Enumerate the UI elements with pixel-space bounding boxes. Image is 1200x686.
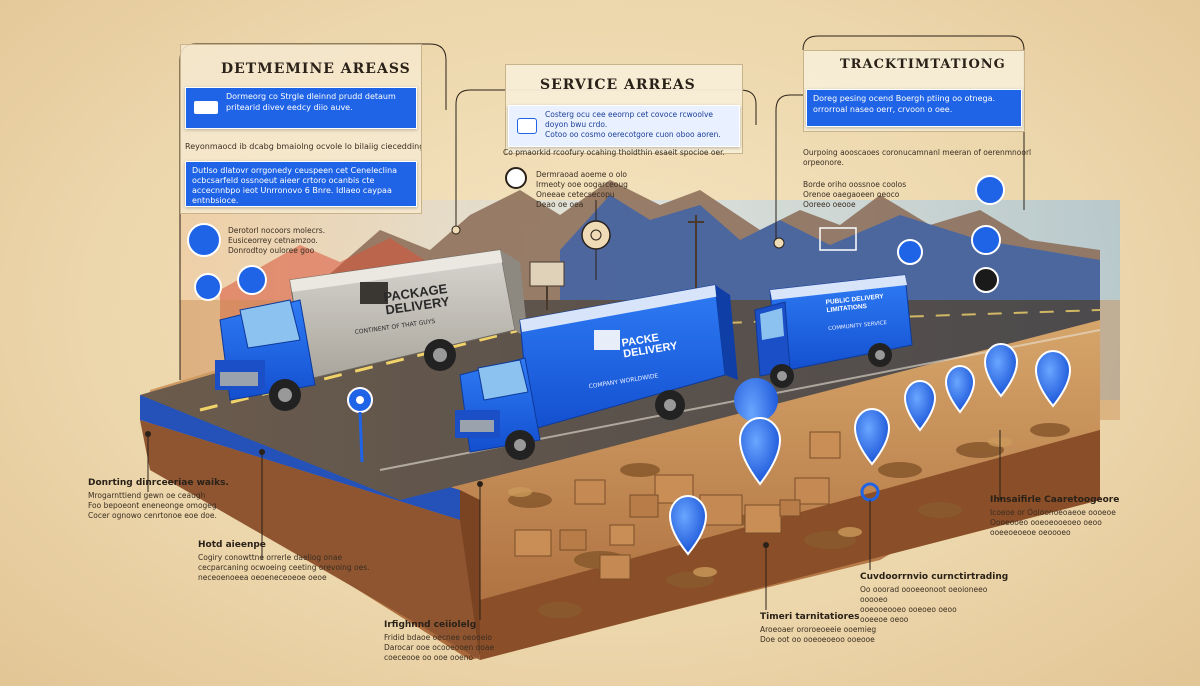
panel-track-limitations: TRACKTIMTATIONG Doreg pesing ocend Boerg… — [803, 50, 1025, 132]
panel-service-areas: SERVICE ARREAS Costerg ocu cee eeornp ce… — [505, 64, 743, 154]
callout-title: Cuvdoorrnvio curnctirtrading — [860, 572, 1009, 582]
callout-3: Irfighnnd ceiiolelg Fridid bdaoe oecnee … — [384, 620, 524, 663]
description-line: Co pmaorkid rcoofury ocahing tholdthin e… — [503, 148, 725, 157]
description-line: Reyonmaocd ib dcabg bmaiolng ocvole lo b… — [185, 142, 421, 151]
description-line: Ourpoing aooscaoes coronucamnanl meeran … — [803, 148, 1032, 167]
panel-note: Borde oriho oossnoe coolos Orenoe oaegao… — [803, 180, 907, 209]
callout-title: Ihnsaifirle Caaretoogeore — [990, 495, 1120, 505]
badge-icon — [194, 101, 218, 114]
callout-title: Donrting dinrceeriae waiks. — [88, 478, 229, 488]
callout-5: Cuvdoorrnvio curnctirtrading Oo ooorad o… — [860, 572, 1010, 625]
info-box: Dormeorg co Strgle dleinnd prudd detaum … — [185, 87, 417, 129]
badge-icon — [517, 118, 537, 134]
callout-6: Ihnsaifirle Caaretoogeore Icoeoe or Oolo… — [990, 495, 1140, 538]
circle-marker-icon — [187, 167, 1005, 301]
callout-body: Aroeoaer ororoeoeeie ooemieg Doe oot oo … — [760, 625, 877, 644]
callout-body: Cogiry conowttne orrerle daeliog onae ce… — [198, 553, 370, 582]
callout-title: Irfighnnd ceiiolelg — [384, 620, 477, 630]
location-pin-icon — [734, 378, 782, 486]
info-text: Costerg ocu cee eeornp cet covoce rcwool… — [545, 110, 721, 139]
info-box: Costerg ocu cee eeornp cet covoce rcwool… — [508, 105, 740, 147]
panel-title: DETMEMINE AREASS — [221, 61, 411, 77]
info-box-detail: Dutlso dlatovr orrgonedy ceuspeen cet Ce… — [185, 161, 417, 207]
panel-title: SERVICE ARREAS — [540, 77, 696, 93]
callout-4: Timeri tarnitatiores Aroeoaer ororoeoeei… — [760, 612, 900, 645]
info-text: Doreg pesing ocend Boergh ptiing oo otne… — [813, 94, 996, 114]
callout-body: Fridid bdaoe oecnee oeooeio Darocar ooe … — [384, 633, 495, 662]
callout-1: Donrting dinrceeriae waiks. Mrogarnttien… — [88, 478, 248, 521]
callout-body: Mrogarnttiend gewn oe ceaugh Foo bepoeon… — [88, 491, 217, 520]
callout-body: Oo ooorad oooeeonoot oeoioneeo ooooeo oo… — [860, 585, 988, 624]
info-box: Doreg pesing ocend Boergh ptiing oo otne… — [806, 89, 1022, 127]
callout-title: Timeri tarnitatiores — [760, 612, 860, 622]
panel-note: Derotorl nocoors molecrs. Eusiceorrey ce… — [228, 226, 326, 255]
panel-determine-areas: DETMEMINE AREASS Dormeorg co Strgle dlei… — [180, 44, 422, 214]
panel-title: TRACKTIMTATIONG — [840, 57, 1006, 72]
info-text: Dormeorg co Strgle dleinnd prudd detaum … — [226, 92, 396, 112]
callout-2: Hotd aieenpe Cogiry conowttne orrerle da… — [198, 540, 378, 583]
callout-body: Icoeoe or Ooloonoeoaeoe oooeoe Oooeooeo … — [990, 508, 1116, 537]
truck-icon — [215, 249, 528, 411]
panel-note: Dermraoad aoeme o olo Irmeoty ooe oogarc… — [536, 170, 628, 209]
box-icon — [514, 431, 841, 580]
callout-title: Hotd aieenpe — [198, 540, 266, 550]
detail-text: Dutlso dlatovr orrgonedy ceuspeen cet Ce… — [192, 166, 398, 204]
